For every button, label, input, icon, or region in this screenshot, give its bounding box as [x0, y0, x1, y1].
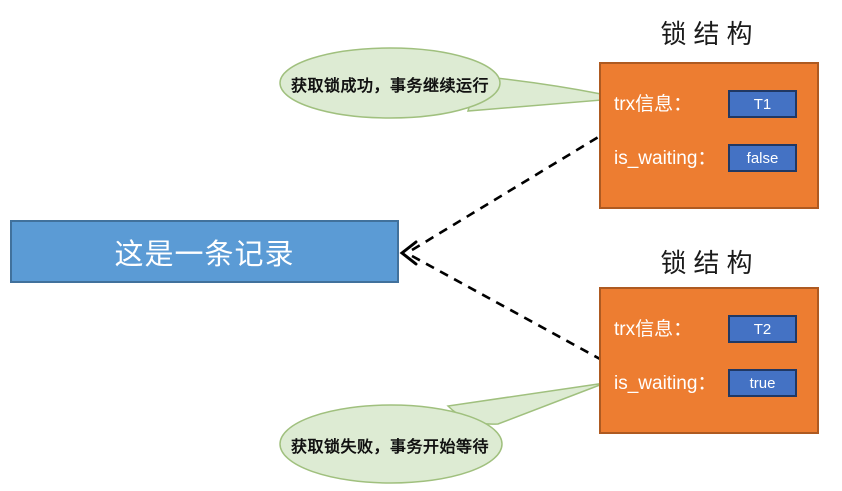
arrowhead-icon — [399, 240, 418, 266]
record-label: 这是一条记录 — [114, 238, 295, 271]
lock-structure-1-box: trx信息： T1 is_waiting： false — [599, 62, 819, 209]
callout-success-text: 获取锁成功，事务继续运行 — [290, 76, 489, 95]
is-waiting-value-box: true — [728, 369, 797, 397]
callout-success-bubble — [279, 47, 501, 119]
trx-value: T2 — [753, 320, 772, 338]
trx-info-label: trx信息： — [614, 94, 693, 115]
trx-value: T1 — [753, 95, 772, 113]
callout-fail-bubble — [279, 404, 503, 484]
trx-value-box: T1 — [728, 90, 797, 118]
callout-fail-text: 获取锁失败，事务开始等待 — [290, 437, 489, 456]
is-waiting-value: true — [749, 374, 776, 392]
lock-structure-1-title: 锁结构 — [660, 20, 760, 50]
trx-value-box: T2 — [728, 315, 797, 343]
connector-line-top — [411, 134, 601, 252]
connector-line-bottom — [411, 254, 601, 361]
lock-structure-2-box: trx信息： T2 is_waiting： true — [599, 287, 819, 434]
lock-structure-2-title: 锁结构 — [660, 249, 760, 279]
is-waiting-label: is_waiting： — [614, 148, 717, 169]
is-waiting-value-box: false — [728, 144, 797, 172]
is-waiting-value: false — [746, 149, 779, 167]
record-box: 这是一条记录 — [10, 220, 399, 283]
trx-info-label: trx信息： — [614, 319, 693, 340]
is-waiting-label: is_waiting： — [614, 373, 717, 394]
